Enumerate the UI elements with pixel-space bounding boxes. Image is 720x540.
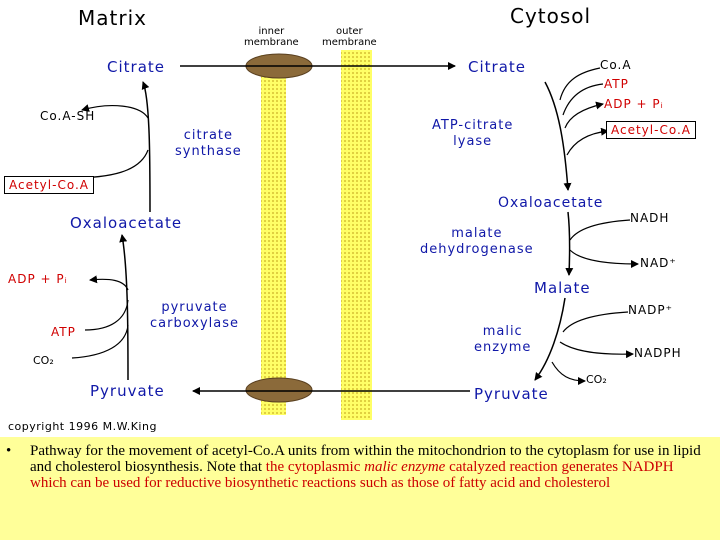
malate-dehydrogenase-arrow: [565, 211, 574, 276]
matrix-oxaloacetate: Oxaloacetate: [70, 214, 183, 232]
cytosol-nad: NAD⁺: [640, 256, 677, 270]
nadph-output-curve: [559, 341, 634, 359]
matrix-pyruvate: Pyruvate: [90, 382, 165, 400]
cytosol-acetyl-coa: Acetyl-Co.A: [606, 121, 696, 139]
pyruvate-carboxylase-curve: [119, 234, 129, 381]
caption-background: [0, 437, 720, 540]
atp-input-curve-cytosol: [562, 83, 604, 116]
inner-membrane-band: [261, 55, 286, 415]
acetyl-coa-output-curve: [566, 127, 609, 156]
matrix-atp: ATP: [51, 325, 76, 339]
malic-enzyme-curve: [534, 297, 566, 381]
cytosol-coa: Co.A: [600, 58, 632, 72]
coa-input-curve: [559, 67, 601, 101]
cytosol-atp: ATP: [604, 77, 629, 91]
outer-membrane-label: outer membrane: [322, 26, 377, 48]
nadp-input-curve: [562, 311, 629, 333]
matrix-citrate: Citrate: [107, 58, 165, 76]
pyruvate-transporter-oval: [245, 377, 313, 403]
acetyl-coa-input-curve: [69, 149, 149, 179]
inner-membrane-label: inner membrane: [244, 26, 299, 48]
citrate-synthase-label: citrate synthase: [175, 128, 242, 159]
cytosol-citrate: Citrate: [468, 58, 526, 76]
caption-part-1: Pathway for the movement of acetyl-Co.A …: [30, 443, 701, 475]
cytosol-co2: CO₂: [586, 373, 607, 386]
matrix-acetyl-coa: Acetyl-Co.A: [4, 176, 94, 194]
outer-membrane-band: [341, 50, 372, 420]
malic-enzyme-label: malic enzyme: [474, 324, 532, 355]
cytosol-nadp: NADP⁺: [628, 303, 673, 317]
matrix-adp-pi: ADP + Pᵢ: [8, 272, 68, 286]
caption-part-3: malic enzyme: [364, 459, 446, 475]
citrate-synthase-curve: [141, 81, 151, 213]
co2-output-curve: [551, 361, 586, 385]
cytosol-malate: Malate: [534, 279, 591, 297]
atp-input-curve: [84, 299, 129, 331]
nad-output-curve: [569, 249, 639, 268]
matrix-co2: CO₂: [33, 354, 54, 367]
cytosol-nadph: NADPH: [634, 346, 682, 360]
coa-sh-output-curve: [81, 104, 149, 119]
atp-citrate-lyase-label: ATP-citrate lyase: [432, 118, 514, 149]
adp-output-curve: [89, 275, 129, 291]
cytosol-adp-pi: ADP + Pᵢ: [604, 97, 664, 111]
copyright-notice: copyright 1996 M.W.King: [8, 420, 157, 433]
malate-dehydrogenase-label: malate dehydrogenase: [420, 226, 534, 257]
caption-text: Pathway for the movement of acetyl-Co.A …: [30, 443, 710, 491]
adp-output-curve-cytosol: [564, 101, 604, 129]
caption-part-4: catalyzed reaction generates NADPH which…: [30, 459, 674, 491]
cytosol-oxaloacetate: Oxaloacetate: [498, 195, 604, 211]
caption-bullet: •: [6, 443, 12, 459]
nadh-input-curve: [569, 219, 631, 241]
atp-citrate-lyase-curve: [544, 81, 572, 191]
cytosol-pyruvate: Pyruvate: [474, 385, 549, 403]
caption-part-2: the cytoplasmic: [265, 459, 365, 475]
matrix-heading: Matrix: [78, 6, 147, 30]
matrix-coa-sh: Co.A-SH: [40, 109, 96, 123]
pyruvate-carboxylase-label: pyruvate carboxylase: [150, 300, 239, 331]
cytosol-heading: Cytosol: [510, 4, 592, 28]
cytosol-nadh: NADH: [630, 211, 670, 225]
co2-input-curve: [71, 324, 129, 359]
